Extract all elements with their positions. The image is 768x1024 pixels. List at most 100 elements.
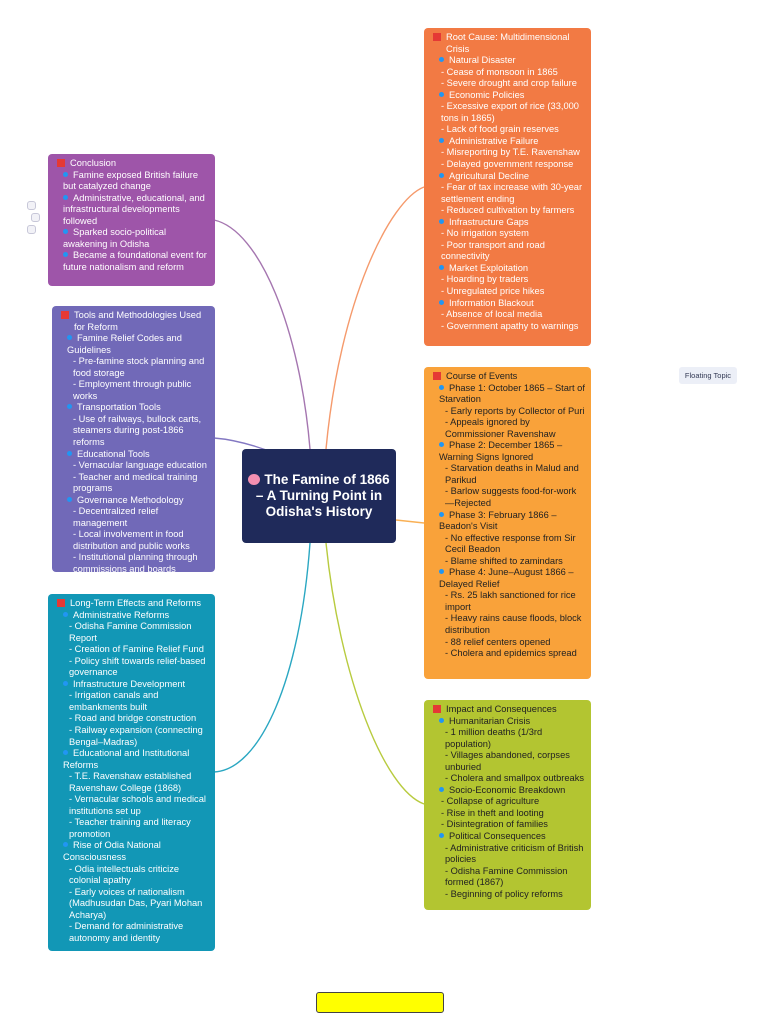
blue-diamond-icon — [439, 569, 444, 575]
subtopic-heading: Socio-Economic Breakdown — [433, 785, 585, 797]
subtopic-detail: - T.E. Ravenshaw established Ravenshaw C… — [57, 771, 209, 794]
subtopic-heading: Sparked socio-political awakening in Odi… — [57, 227, 209, 250]
subtopic-text: Political Consequences — [449, 831, 546, 842]
subtopic-detail: - Appeals ignored by Commissioner Ravens… — [433, 417, 585, 440]
red-square-icon — [57, 159, 65, 167]
subtopic-text: - Hoarding by traders — [441, 274, 529, 285]
subtopic-detail: - No irrigation system — [433, 228, 585, 240]
subtopic-detail: - Misreporting by T.E. Ravenshaw — [433, 147, 585, 159]
subtopic-text: Famine Relief Codes and Guidelines — [67, 333, 182, 355]
subtopic-detail: - Disintegration of families — [433, 819, 585, 831]
blue-diamond-icon — [67, 335, 72, 341]
red-square-icon — [433, 372, 441, 380]
subtopic-text: - Beginning of policy reforms — [445, 888, 563, 899]
subtopic-detail: - Odisha Famine Commission formed (1867) — [433, 866, 585, 889]
subtopic-detail: - Hoarding by traders — [433, 274, 585, 286]
subtopic-detail: - Demand for administrative autonomy and… — [57, 921, 209, 944]
subtopic-text: - Severe drought and crop failure — [441, 78, 577, 89]
subtopic-text: - Misreporting by T.E. Ravenshaw — [441, 147, 580, 158]
topic-title: Long-Term Effects and Reforms — [57, 598, 209, 610]
subtopic-detail: - Reduced cultivation by farmers — [433, 205, 585, 217]
subtopic-heading: Rise of Odia National Consciousness — [57, 840, 209, 863]
subtopic-detail: - Collapse of agriculture — [433, 796, 585, 808]
subtopic-text: - Early voices of nationalism (Madhusuda… — [69, 886, 203, 920]
subtopic-text: - Poor transport and road connectivity — [441, 239, 545, 262]
subtopic-text: - Disintegration of families — [441, 819, 548, 830]
subtopic-text: - Teacher training and literacy promotio… — [69, 817, 191, 839]
subtopic-text: - Lack of food grain reserves — [441, 124, 559, 135]
subtopic-detail: - Cholera and epidemics spread — [433, 648, 585, 660]
subtopic-text: Administrative Failure — [449, 135, 539, 146]
subtopic-text: - Vernacular schools and medical institu… — [69, 794, 206, 816]
subtopic-heading: Humanitarian Crisis — [433, 716, 585, 728]
subtopic-detail: - Beginning of policy reforms — [433, 889, 585, 901]
subtopic-detail: - Railway expansion (connecting Bengal–M… — [57, 725, 209, 748]
blue-diamond-icon — [63, 842, 68, 848]
subtopic-heading: Economic Policies — [433, 90, 585, 102]
subtopic-detail: - Fear of tax increase with 30-year sett… — [433, 182, 585, 205]
subtopic-text: - Odia intellectuals criticize colonial … — [69, 863, 180, 886]
subtopic-text: - Decentralized relief management — [73, 506, 159, 528]
connector-root-cause — [325, 186, 425, 450]
blue-diamond-icon — [67, 450, 72, 456]
subtopic-text: - Odisha Famine Commission Report — [69, 621, 192, 643]
subtopic-detail: - Administrative criticism of British po… — [433, 843, 585, 866]
subtopic-text: - Delayed government response — [441, 159, 574, 170]
topic-title-text: Long-Term Effects and Reforms — [70, 598, 202, 608]
subtopic-heading: Administrative Reforms — [57, 610, 209, 622]
subtopic-text: Sparked socio-political awakening in Odi… — [63, 227, 167, 249]
subtopic-text: - Excessive export of rice (33,000 tons … — [441, 101, 579, 123]
topic-title-text: Tools and Methodologies Used for Reform — [74, 310, 202, 332]
subtopic-heading: Information Blackout — [433, 298, 585, 310]
subtopic-text: - Barlow suggests food-for-work—Rejected — [445, 486, 577, 509]
subtopic-detail: - Decentralized relief management — [61, 506, 209, 529]
connector-conclusion — [213, 219, 311, 450]
blue-diamond-icon — [63, 171, 68, 177]
blue-diamond-icon — [63, 194, 68, 200]
subtopic-text: - Railway expansion (connecting Bengal–M… — [69, 725, 203, 747]
subtopic-detail: - 88 relief centers opened — [433, 637, 585, 649]
subtopic-text: - Demand for administrative autonomy and… — [69, 921, 184, 943]
subtopic-detail: - Unregulated price hikes — [433, 286, 585, 298]
subtopic-text: - No effective response from Sir Cecil B… — [445, 532, 576, 555]
subtopic-text: Famine exposed British failure but catal… — [63, 169, 199, 192]
blue-diamond-icon — [439, 384, 444, 390]
floating-topic[interactable]: Floating Topic — [679, 367, 737, 384]
subtopic-text: Natural Disaster — [449, 55, 516, 66]
subtopic-text: - Villages abandoned, corpses unburied — [445, 750, 570, 772]
blue-diamond-icon — [63, 611, 68, 617]
subtopic-text: Administrative, educational, and infrast… — [63, 192, 205, 226]
subtopic-detail: - Lack of food grain reserves — [433, 124, 585, 136]
subtopic-heading: Educational Tools — [61, 449, 209, 461]
subtopic-text: Rise of Odia National Consciousness — [63, 840, 161, 863]
subtopic-text: - Pre-famine stock planning and food sto… — [73, 356, 205, 378]
subtopic-text: Became a foundational event for future n… — [63, 250, 207, 272]
subtopic-text: Infrastructure Gaps — [449, 216, 529, 227]
subtopic-text: - Rs. 25 lakh sanctioned for rice import — [445, 590, 576, 612]
subtopic-text: Phase 1: October 1865 – Start of Starvat… — [439, 382, 585, 405]
subtopic-text: - Cease of monsoon in 1865 — [441, 66, 558, 77]
blue-diamond-icon — [63, 229, 68, 235]
subtopic-text: Phase 2: December 1865 – Warning Signs I… — [439, 440, 563, 462]
subtopic-heading: Phase 2: December 1865 – Warning Signs I… — [433, 440, 585, 463]
subtopic-heading: Phase 3: February 1866 – Beadon's Visit — [433, 510, 585, 533]
subtopic-detail: - Odisha Famine Commission Report — [57, 621, 209, 644]
floating-topic-label: Floating Topic — [684, 371, 732, 380]
brain-icon — [248, 474, 261, 485]
subtopic-heading: Infrastructure Development — [57, 679, 209, 691]
subtopic-text: - Fear of tax increase with 30-year sett… — [441, 182, 583, 204]
subtopic-detail: - Excessive export of rice (33,000 tons … — [433, 101, 585, 124]
collapse-handle[interactable] — [27, 201, 40, 235]
subtopic-text: - Odisha Famine Commission formed (1867) — [445, 865, 568, 888]
yellow-highlight-box[interactable] — [316, 992, 444, 1013]
subtopic-detail: - Early voices of nationalism (Madhusuda… — [57, 887, 209, 922]
subtopic-detail: - Heavy rains cause floods, block distri… — [433, 613, 585, 636]
central-topic[interactable]: The Famine of 1866 – A Turning Point in … — [242, 449, 396, 543]
blue-diamond-icon — [439, 442, 444, 448]
